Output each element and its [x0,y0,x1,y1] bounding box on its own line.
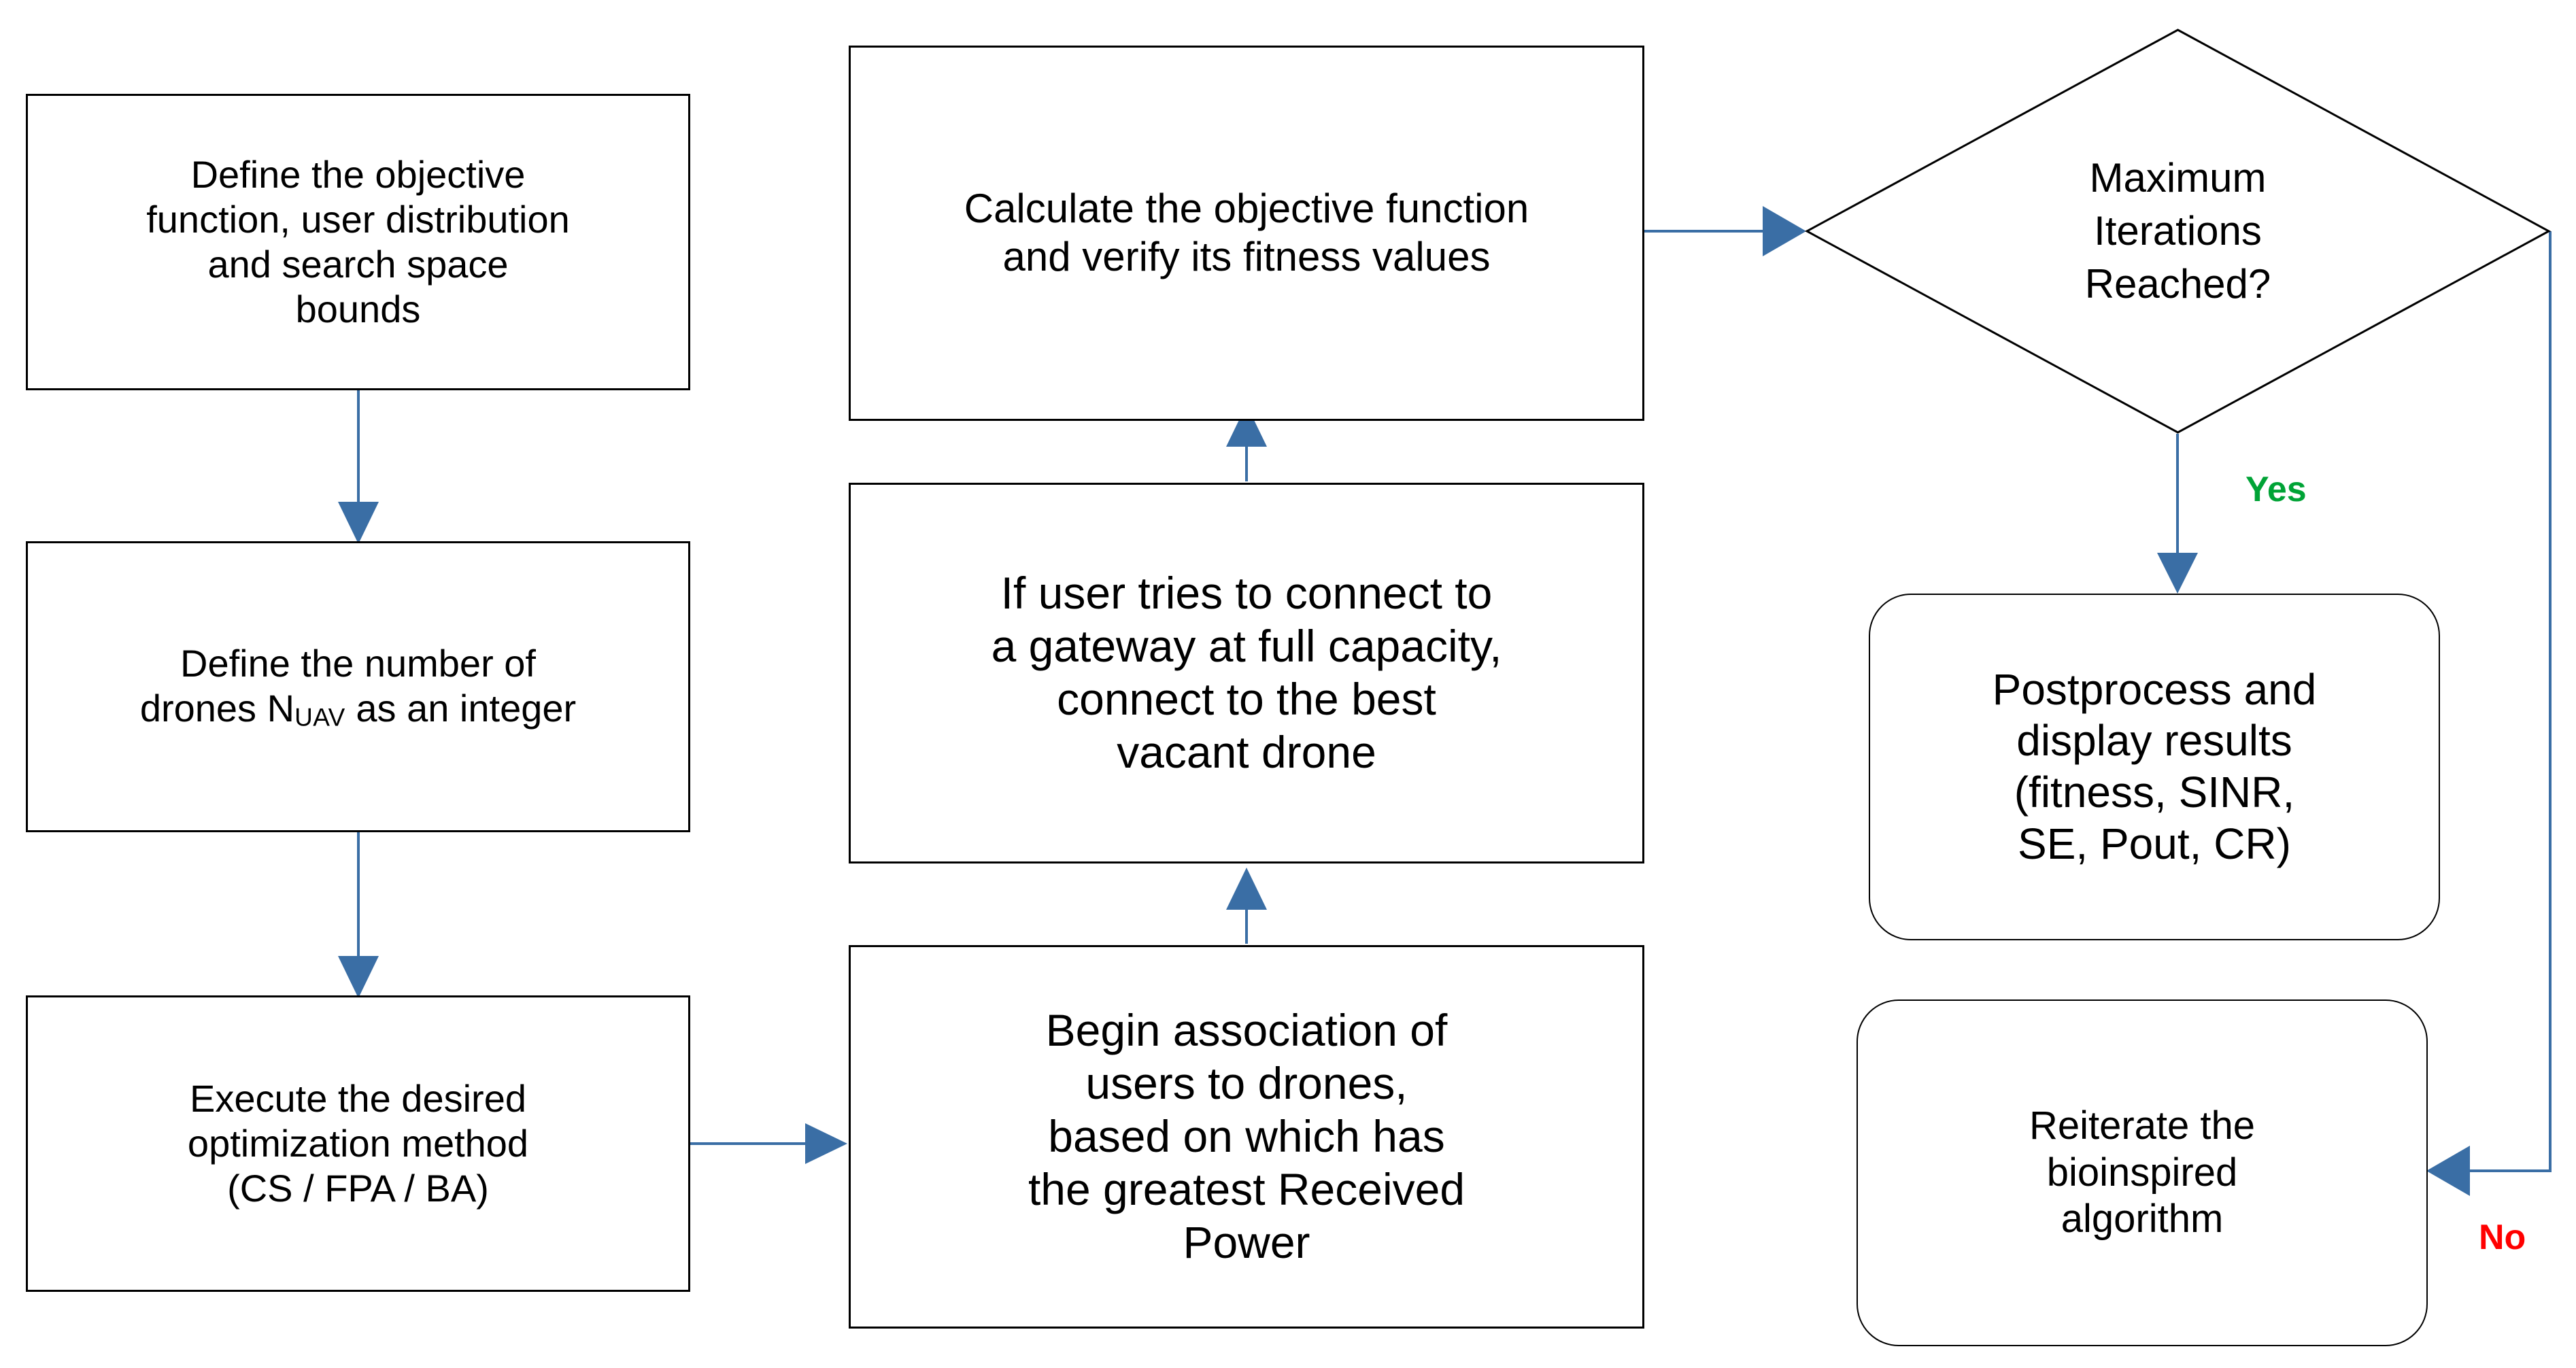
edge-drones-to-execute [338,832,379,998]
node-reiterate[interactable]: Reiterate the bioinspired algorithm [1857,999,2428,1346]
node-begin-association[interactable]: Begin association of users to drones, ba… [849,945,1644,1329]
node-full-capacity-label: If user tries to connect to a gateway at… [991,568,1502,777]
node-execute-method[interactable]: Execute the desired optimization method … [26,995,690,1292]
edge-label-yes: Yes [2245,470,2307,509]
node-define-objective[interactable]: Define the objective function, user dist… [26,94,690,390]
node-define-drones-text-before: Define the number of drones N [139,641,536,730]
edge-decision-yes-to-postprocess [2157,434,2198,594]
node-postprocess-label: Postprocess and display results (fitness… [1992,664,2317,868]
node-calculate-objective-label: Calculate the objective function and ver… [964,186,1529,279]
edge-calculate-to-decision [1644,206,1806,256]
node-execute-method-label: Execute the desired optimization method … [187,1076,529,1210]
node-full-capacity[interactable]: If user tries to connect to a gateway at… [849,483,1644,863]
node-postprocess[interactable]: Postprocess and display results (fitness… [1869,594,2440,940]
node-max-iterations-decision[interactable]: Maximum Iterations Reached? [1804,29,2552,434]
node-calculate-objective[interactable]: Calculate the objective function and ver… [849,46,1644,421]
edge-label-no: No [2479,1218,2526,1257]
node-reiterate-label: Reiterate the bioinspired algorithm [2029,1104,2256,1242]
node-max-iterations-label: Maximum Iterations Reached? [2084,155,2271,307]
node-define-drones-text-after: as an integer [345,686,577,730]
node-define-drones-subscript: UAV [294,703,345,732]
node-define-drones-label: Define the number of drones NUAV as an i… [28,641,688,732]
diamond-shape-icon [1804,29,2552,434]
node-define-objective-label: Define the objective function, user dist… [146,152,570,331]
node-define-drones[interactable]: Define the number of drones NUAV as an i… [26,541,690,832]
edge-execute-to-association [690,1123,847,1164]
edge-association-to-capacity [1226,868,1267,944]
edge-objective-to-drones [338,390,379,544]
node-begin-association-label: Begin association of users to drones, ba… [1028,1005,1465,1267]
